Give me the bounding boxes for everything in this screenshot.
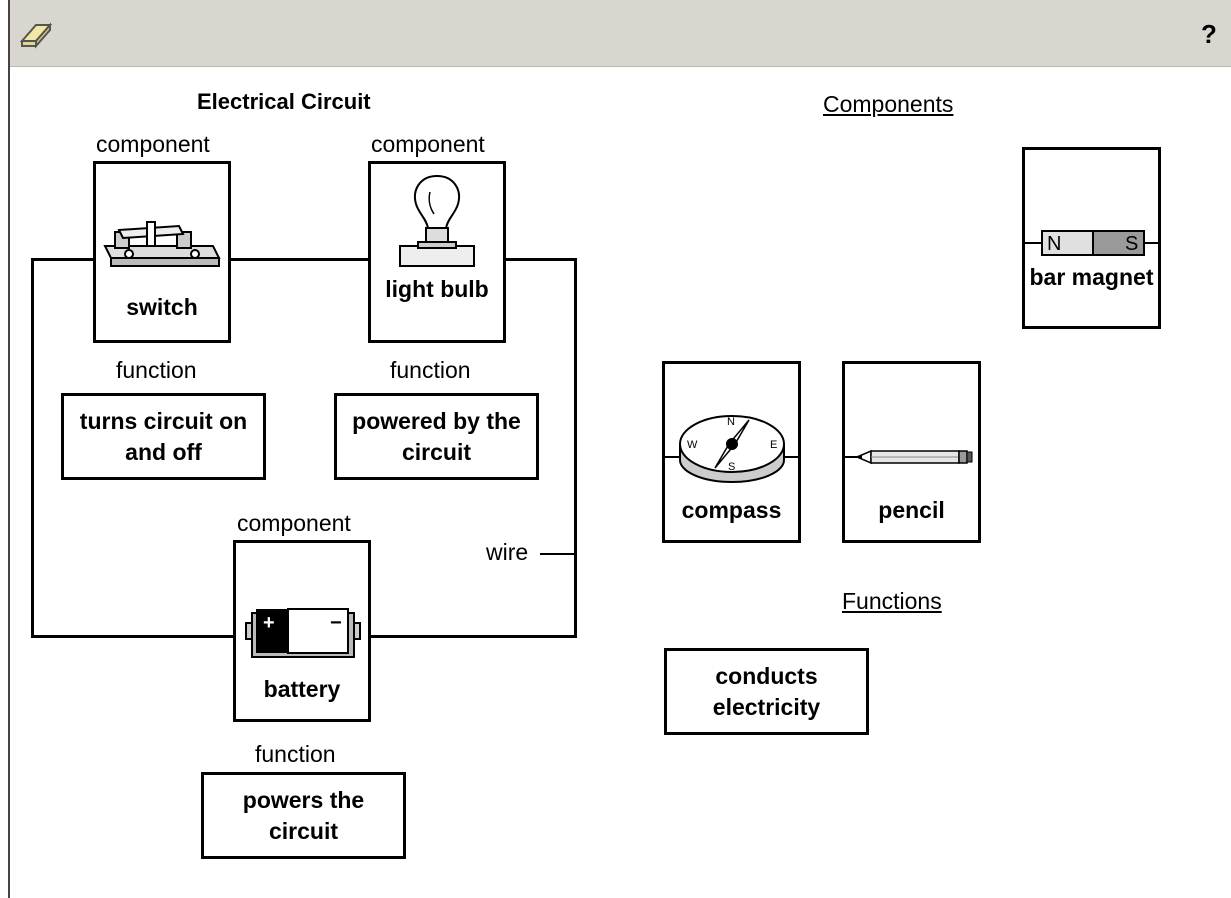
eraser-button[interactable] — [14, 12, 58, 56]
battery-component-label: component — [237, 510, 351, 536]
wire-right — [574, 258, 577, 638]
bulb-component-box[interactable]: light bulb — [368, 161, 506, 343]
bulb-component-label: component — [371, 131, 485, 157]
battery-icon: + − — [245, 608, 361, 658]
diagram-title: Electrical Circuit — [197, 89, 371, 114]
pencil-name: pencil — [878, 497, 945, 523]
switch-function-box[interactable]: turns circuit on and off — [61, 393, 266, 480]
battery-function-box[interactable]: powers the circuit — [201, 772, 406, 859]
eraser-icon — [19, 22, 53, 49]
switch-icon — [103, 221, 221, 267]
wire-label: wire — [486, 539, 529, 565]
bar-magnet-wire-stub-right — [1141, 242, 1158, 244]
compass-icon: N S E W — [679, 415, 785, 483]
battery-component-box[interactable]: + − battery — [233, 540, 371, 722]
pencil-icon — [855, 449, 973, 465]
compass-s: S — [728, 461, 735, 473]
wire-top — [31, 258, 577, 261]
battery-name: battery — [263, 676, 341, 702]
workspace: Electrical Circuit wire component switch… — [10, 67, 1231, 898]
switch-component-label: component — [96, 131, 210, 157]
compass-n: N — [727, 416, 735, 428]
battery-function-label: function — [255, 741, 336, 767]
bar-magnet-name: bar magnet — [1029, 264, 1154, 290]
bulb-function-label: function — [390, 357, 471, 383]
wire-label-leader — [540, 553, 575, 555]
compass-name: compass — [681, 497, 782, 523]
wire-left — [31, 258, 34, 638]
help-button[interactable]: ? — [1201, 18, 1217, 49]
compass-e: E — [770, 439, 777, 451]
compass-wire-stub-right — [784, 456, 798, 458]
switch-function-label: function — [116, 357, 197, 383]
battery-minus-sign: − — [330, 612, 342, 634]
bar-magnet-card[interactable]: N S bar magnet — [1022, 147, 1161, 329]
magnet-north-label: N — [1047, 233, 1061, 255]
compass-card[interactable]: N S E W compass — [662, 361, 801, 543]
window-left-border — [8, 0, 10, 898]
pencil-wire-stub-left — [845, 456, 857, 458]
pencil-card[interactable]: pencil — [842, 361, 981, 543]
bar-magnet-wire-stub-left — [1025, 242, 1042, 244]
magnet-south-label: S — [1125, 233, 1138, 255]
compass-w: W — [687, 439, 698, 451]
bar-magnet-icon: N S — [1041, 230, 1145, 256]
bulb-function-box[interactable]: powered by the circuit — [334, 393, 539, 480]
function-tile-conducts-electricity[interactable]: conducts electricity — [664, 648, 869, 735]
battery-plus-sign: + — [263, 612, 275, 634]
functions-heading: Functions — [842, 588, 942, 614]
components-heading: Components — [823, 91, 954, 117]
bulb-name: light bulb — [385, 276, 489, 302]
toolbar: ? — [10, 0, 1231, 67]
compass-wire-stub-left — [665, 456, 679, 458]
light-bulb-icon — [399, 174, 475, 267]
switch-name: switch — [126, 294, 198, 320]
switch-component-box[interactable]: switch — [93, 161, 231, 343]
